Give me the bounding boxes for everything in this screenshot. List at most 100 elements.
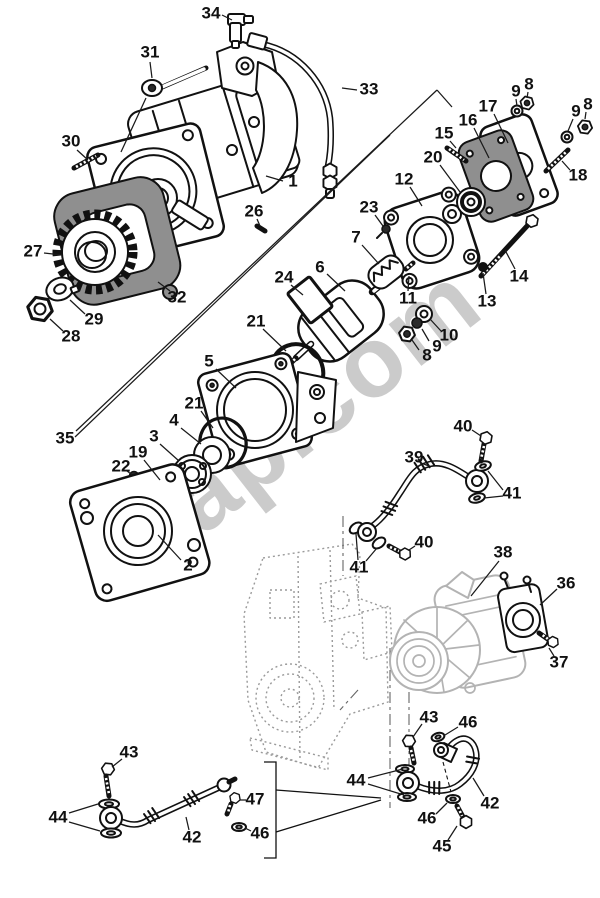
callout-27: 27 xyxy=(24,241,43,260)
leader-line-20 xyxy=(439,164,461,193)
grommet-31 xyxy=(141,79,163,97)
alternator-ghost xyxy=(389,571,527,694)
drive-gear xyxy=(52,209,138,295)
callout-13: 13 xyxy=(478,291,497,310)
callout-29: 29 xyxy=(85,309,104,328)
leader-line-28 xyxy=(49,318,64,332)
leader-line-8 xyxy=(526,91,529,99)
leader-line-31 xyxy=(120,97,147,153)
alternator-pump xyxy=(497,571,561,654)
leader-line-10 xyxy=(429,318,442,332)
callout-9: 9 xyxy=(511,81,520,100)
leader-line-46 xyxy=(244,827,252,832)
leader-line-31 xyxy=(149,61,153,79)
leader-line-43 xyxy=(412,723,423,738)
callout-26: 26 xyxy=(245,201,264,220)
callout-47: 47 xyxy=(246,789,265,808)
leader-line-39 xyxy=(420,462,430,467)
leader-line-12 xyxy=(409,186,423,207)
callout-21: 21 xyxy=(247,311,266,330)
leader-line-8 xyxy=(411,339,420,351)
oil-pipe-left xyxy=(98,761,382,859)
callout-labels: 3433313012627292832352421672312201516179… xyxy=(24,3,593,855)
leader-line-16 xyxy=(473,127,490,159)
leader-line-7 xyxy=(361,244,380,265)
leader-line-41 xyxy=(483,495,504,499)
callout-21: 21 xyxy=(185,393,204,412)
leader-line-43 xyxy=(111,758,123,768)
callout-43: 43 xyxy=(120,742,139,761)
leader-line-1 xyxy=(265,175,284,182)
callout-35: 35 xyxy=(56,428,75,447)
callout-2: 2 xyxy=(183,555,192,574)
leader-line-33 xyxy=(341,87,358,91)
leader-line-24 xyxy=(290,284,304,296)
leader-line-38 xyxy=(470,560,500,597)
callout-40: 40 xyxy=(454,416,473,435)
leader-line-42 xyxy=(472,777,485,797)
callout-32: 32 xyxy=(168,287,187,306)
callout-46: 46 xyxy=(459,712,478,731)
callout-14: 14 xyxy=(510,266,529,285)
callout-34: 34 xyxy=(202,3,221,22)
leader-line-9 xyxy=(421,328,430,342)
leader-line-36 xyxy=(539,588,558,606)
callout-46: 46 xyxy=(251,823,270,842)
callout-5: 5 xyxy=(204,351,213,370)
callout-45: 45 xyxy=(433,836,452,855)
leader-line-46 xyxy=(435,802,448,815)
leader-line-15 xyxy=(449,140,457,149)
callout-19: 19 xyxy=(129,442,148,461)
leader-line-21 xyxy=(262,328,287,352)
callout-44: 44 xyxy=(49,807,68,826)
leader-line-14 xyxy=(504,249,516,270)
callout-9: 9 xyxy=(432,336,441,355)
leader-line-45 xyxy=(447,825,458,841)
callout-42: 42 xyxy=(481,793,500,812)
leader-line-30 xyxy=(76,149,89,161)
callout-38: 38 xyxy=(494,542,513,561)
callout-28: 28 xyxy=(62,326,81,345)
oil-pipe-right xyxy=(395,731,481,831)
callout-43: 43 xyxy=(420,707,439,726)
leader-line-44 xyxy=(367,783,405,796)
datum-chain-lines xyxy=(339,516,410,808)
leader-line-41 xyxy=(487,470,504,491)
callout-20: 20 xyxy=(424,147,443,166)
leader-line-11 xyxy=(407,275,410,292)
leader-line-21 xyxy=(200,410,214,429)
leader-line-44 xyxy=(367,768,404,779)
callout-41: 41 xyxy=(503,483,522,502)
leader-line-9 xyxy=(567,118,574,132)
leader-line-19 xyxy=(143,459,161,481)
callout-36: 36 xyxy=(557,573,576,592)
callout-6: 6 xyxy=(315,257,324,276)
leader-line-26 xyxy=(256,218,261,227)
oil-feed-pipe xyxy=(348,429,494,563)
leader-line-29 xyxy=(69,299,86,315)
callout-24: 24 xyxy=(275,267,294,286)
callout-46: 46 xyxy=(418,808,437,827)
callout-30: 30 xyxy=(62,131,81,150)
callout-8: 8 xyxy=(422,345,431,364)
leader-line-37 xyxy=(548,647,555,657)
callout-15: 15 xyxy=(435,123,454,142)
callout-22: 22 xyxy=(112,456,131,475)
callout-40: 40 xyxy=(415,532,434,551)
callout-7: 7 xyxy=(351,227,360,246)
callout-9: 9 xyxy=(571,101,580,120)
leader-line-27 xyxy=(43,252,63,256)
callout-41: 41 xyxy=(350,557,369,576)
leader-line-41 xyxy=(355,533,359,561)
leader-line-18 xyxy=(561,160,571,171)
leader-line-8 xyxy=(584,111,587,120)
callout-39: 39 xyxy=(405,447,424,466)
callout-33: 33 xyxy=(360,79,379,98)
callout-8: 8 xyxy=(524,74,533,93)
leader-line-17 xyxy=(493,113,509,144)
callout-4: 4 xyxy=(169,410,179,429)
callout-37: 37 xyxy=(550,652,569,671)
elbow-fitting xyxy=(227,13,254,49)
leader-line-42 xyxy=(185,816,190,831)
leader-line-23 xyxy=(374,214,384,227)
